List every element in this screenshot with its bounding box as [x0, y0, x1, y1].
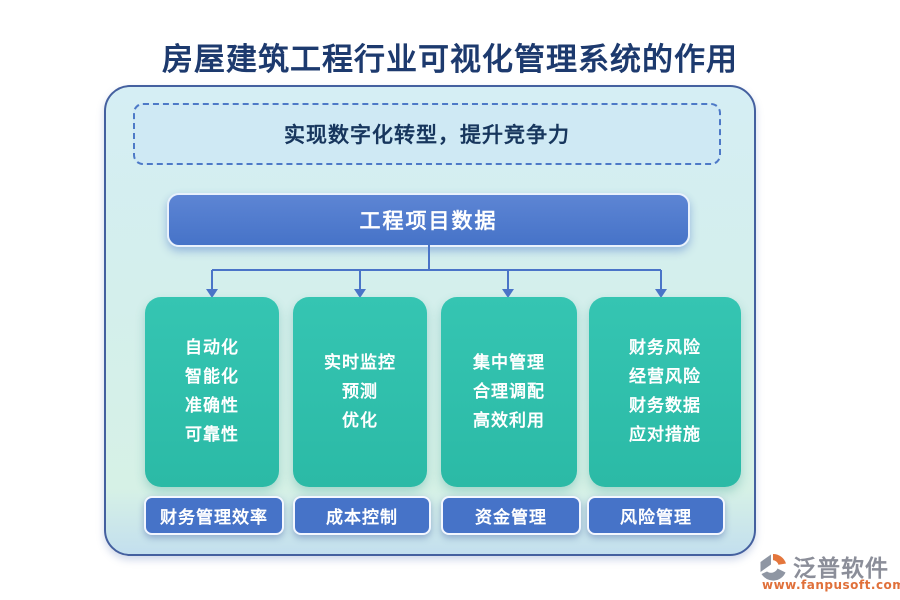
benefit-line: 可靠性	[185, 425, 239, 445]
root-node-label: 工程项目数据	[359, 208, 498, 233]
benefit-line: 财务数据	[629, 396, 701, 416]
benefit-line: 财务风险	[629, 338, 701, 358]
arrowhead-icon	[354, 289, 366, 298]
page-title: 房屋建筑工程行业可视化管理系统的作用	[162, 42, 738, 78]
diagram-panel: 实现数字化转型，提升竞争力 工程项目数据 自动化 智能化 准确性 可靠性 实时监…	[104, 85, 756, 556]
benefit-line: 经营风险	[629, 367, 701, 387]
fanpu-logo-icon	[760, 553, 786, 581]
vendor-url: www.fanpusoft.com	[762, 578, 900, 592]
category-button-fund-management: 资金管理	[441, 496, 581, 535]
benefit-line: 智能化	[185, 367, 239, 387]
category-button-risk-management: 风险管理	[587, 496, 725, 535]
benefit-line: 自动化	[185, 338, 239, 358]
vendor-logo: 泛普软件 www.fanpusoft.com	[756, 549, 900, 593]
benefit-line: 集中管理	[473, 352, 545, 373]
slogan-banner: 实现数字化转型，提升竞争力	[133, 103, 721, 165]
benefit-line: 实时监控	[324, 352, 396, 373]
arrowhead-icon	[206, 289, 218, 298]
benefit-line: 合理调配	[473, 381, 545, 402]
benefit-card-risk: 财务风险 经营风险 财务数据 应对措施	[589, 297, 741, 487]
benefit-line: 准确性	[185, 396, 239, 416]
benefit-card-monitoring: 实时监控 预测 优化	[293, 297, 427, 487]
benefit-card-centralized: 集中管理 合理调配 高效利用	[441, 297, 577, 487]
arrowhead-icon	[655, 289, 667, 298]
connector-lines	[206, 245, 667, 298]
benefit-line: 高效利用	[473, 410, 545, 431]
benefit-line: 应对措施	[629, 425, 701, 445]
slogan-text: 实现数字化转型，提升竞争力	[284, 122, 570, 147]
category-button-finance-efficiency: 财务管理效率	[144, 496, 284, 535]
arrowhead-icon	[502, 289, 514, 298]
category-button-cost-control: 成本控制	[293, 496, 431, 535]
benefit-line: 预测	[342, 381, 378, 402]
benefit-line: 优化	[342, 410, 378, 431]
benefit-card-automation: 自动化 智能化 准确性 可靠性	[145, 297, 279, 487]
vendor-name: 泛普软件	[793, 555, 889, 582]
